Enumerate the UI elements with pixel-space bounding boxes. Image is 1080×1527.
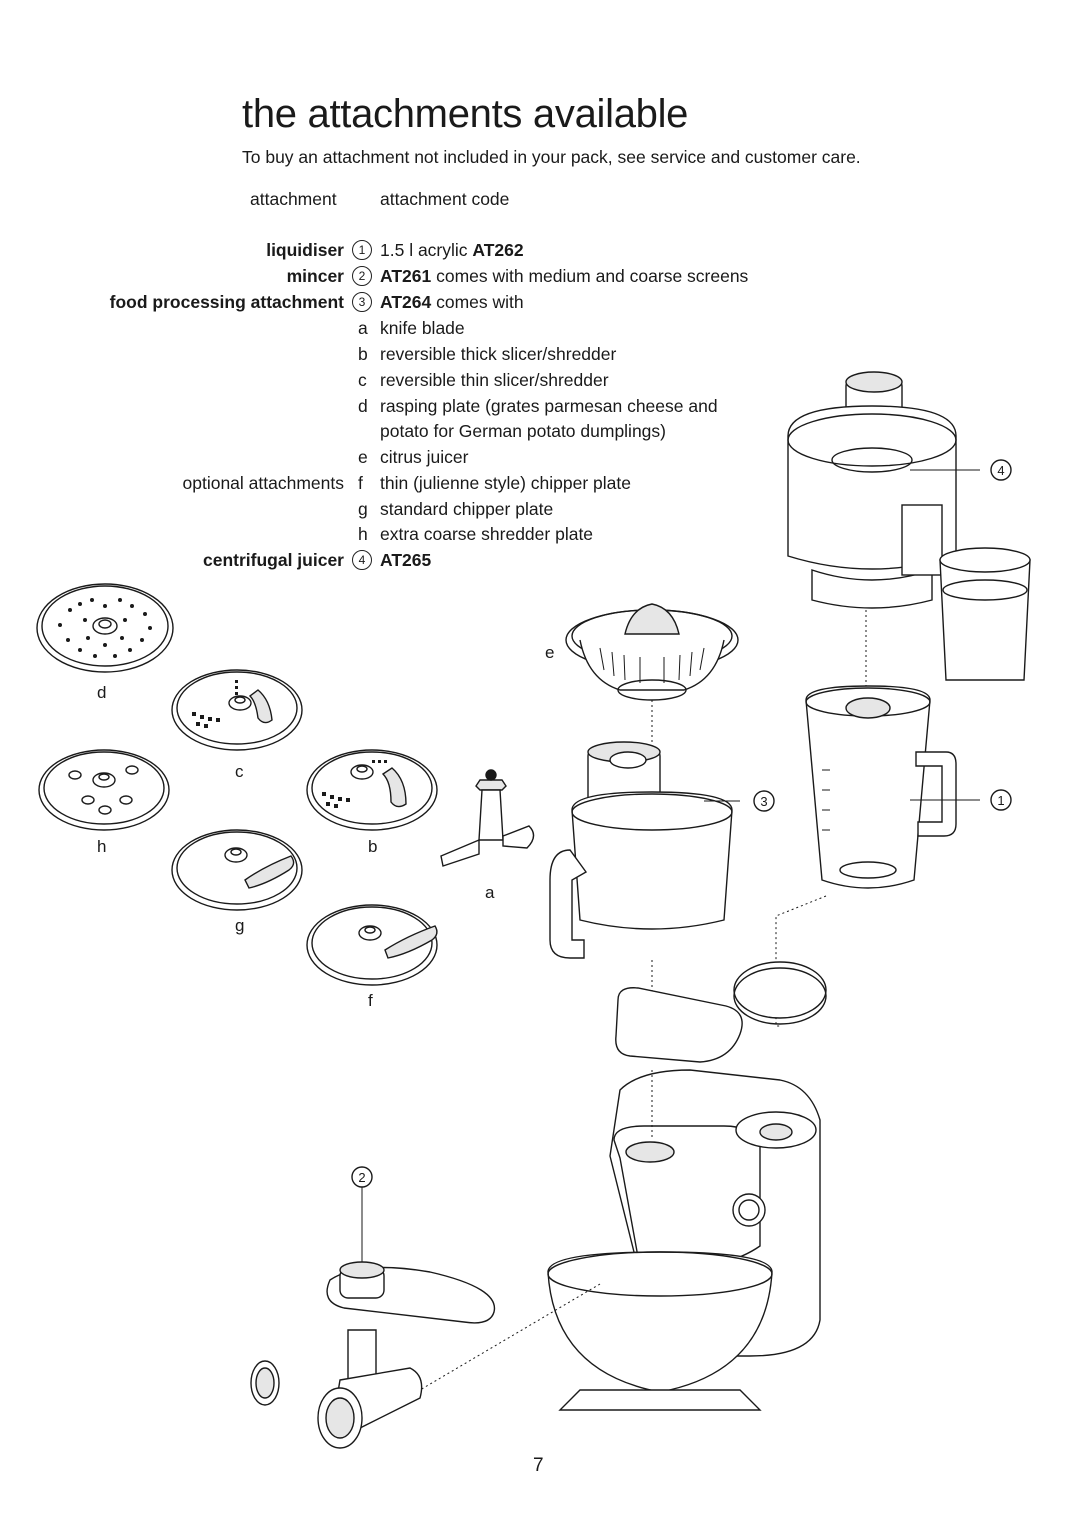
attachment-number: 2 (352, 266, 372, 286)
attachment-code-text: AT265 (380, 548, 431, 572)
column-header-code: attachment code (380, 189, 510, 209)
thin-slicer-disc (306, 749, 438, 831)
coarse-shredder-disc (38, 749, 170, 831)
sub-item-text: potato for German potato dumplings) (380, 421, 666, 441)
sub-item-text: reversible thin slicer/shredder (380, 370, 609, 390)
attachment-label: mincer (286, 266, 344, 286)
attachment-label: food processing attachment (109, 292, 344, 312)
stand-mixer (547, 1069, 821, 1411)
attachment-label: centrifugal juicer (202, 550, 344, 570)
figure-label-f: f (368, 991, 373, 1010)
knife-blade (440, 769, 535, 867)
standard-chipper-disc (171, 829, 303, 911)
callout-number-2: 2 (358, 1170, 365, 1185)
attachment-code: AT264 (380, 292, 432, 312)
attachment-code-text: 1.5 l acrylic AT262 (380, 240, 524, 260)
figure-label-a: a (485, 883, 495, 902)
sub-item-letter: a (358, 318, 368, 338)
sub-item-text: citrus juicer (380, 447, 469, 467)
intro-text: To buy an attachment not included in you… (242, 147, 861, 167)
callout-number-4-circle (990, 459, 1012, 481)
citrus-juicer (565, 603, 739, 701)
callout-number-1-circle (990, 789, 1012, 811)
sub-item-letter: b (358, 344, 368, 364)
attachment-number: 1 (352, 240, 372, 260)
attachment-code: AT262 (472, 240, 524, 260)
mincer (317, 1261, 496, 1449)
centrifugal-juicer (787, 371, 1031, 681)
attachment-code: AT261 (380, 266, 432, 286)
sub-item-letter: c (358, 370, 367, 390)
sub-item-text: knife blade (380, 318, 465, 338)
figure-label-g: g (235, 916, 244, 935)
sub-item-text: reversible thick slicer/shredder (380, 344, 617, 364)
sub-item-letter: h (358, 524, 368, 544)
sub-item-text: rasping plate (grates parmesan cheese an… (380, 396, 718, 416)
figure-label-h: h (97, 837, 106, 856)
julienne-chipper-disc (306, 904, 438, 986)
callout-number-3-circle (753, 790, 775, 812)
thick-slicer-disc (171, 669, 303, 751)
assembly-line (775, 895, 827, 1027)
optional-attachments-label: optional attachments (182, 473, 345, 493)
sub-item-letter: g (358, 499, 368, 519)
bowl-lid (615, 987, 743, 1063)
attachment-code: AT265 (380, 550, 432, 570)
sub-item-text: extra coarse shredder plate (380, 524, 594, 544)
attachment-number: 3 (352, 292, 372, 312)
figure-label-b: b (368, 837, 377, 856)
attachment-code-text: AT264 comes with (380, 292, 524, 312)
sub-item-text: thin (julienne style) chipper plate (380, 473, 631, 493)
figure-label-e: e (545, 643, 554, 662)
figure-label-c: c (235, 762, 244, 781)
sub-item-text: standard chipper plate (380, 499, 554, 519)
page-number: 7 (533, 1455, 544, 1476)
sub-item-letter: e (358, 447, 368, 467)
callout-number-1: 1 (997, 793, 1004, 808)
mincer-screen (250, 1360, 280, 1406)
outlet-cover (733, 961, 827, 1025)
food-processor-bowl (549, 741, 733, 959)
liquidiser-jug (805, 685, 957, 889)
callout-number-3: 3 (760, 794, 767, 809)
callout-number-4: 4 (997, 463, 1004, 478)
figure-label-d: d (97, 683, 106, 702)
attachment-code-text: AT261 comes with medium and coarse scree… (380, 266, 749, 286)
attachment-label: liquidiser (266, 240, 344, 260)
rasping-plate-disc (36, 583, 174, 673)
page-title: the attachments available (242, 92, 689, 136)
column-header-attachment: attachment (250, 189, 337, 209)
attachment-number: 4 (352, 550, 372, 570)
sub-item-letter: f (358, 473, 363, 493)
sub-item-letter: d (358, 396, 368, 416)
